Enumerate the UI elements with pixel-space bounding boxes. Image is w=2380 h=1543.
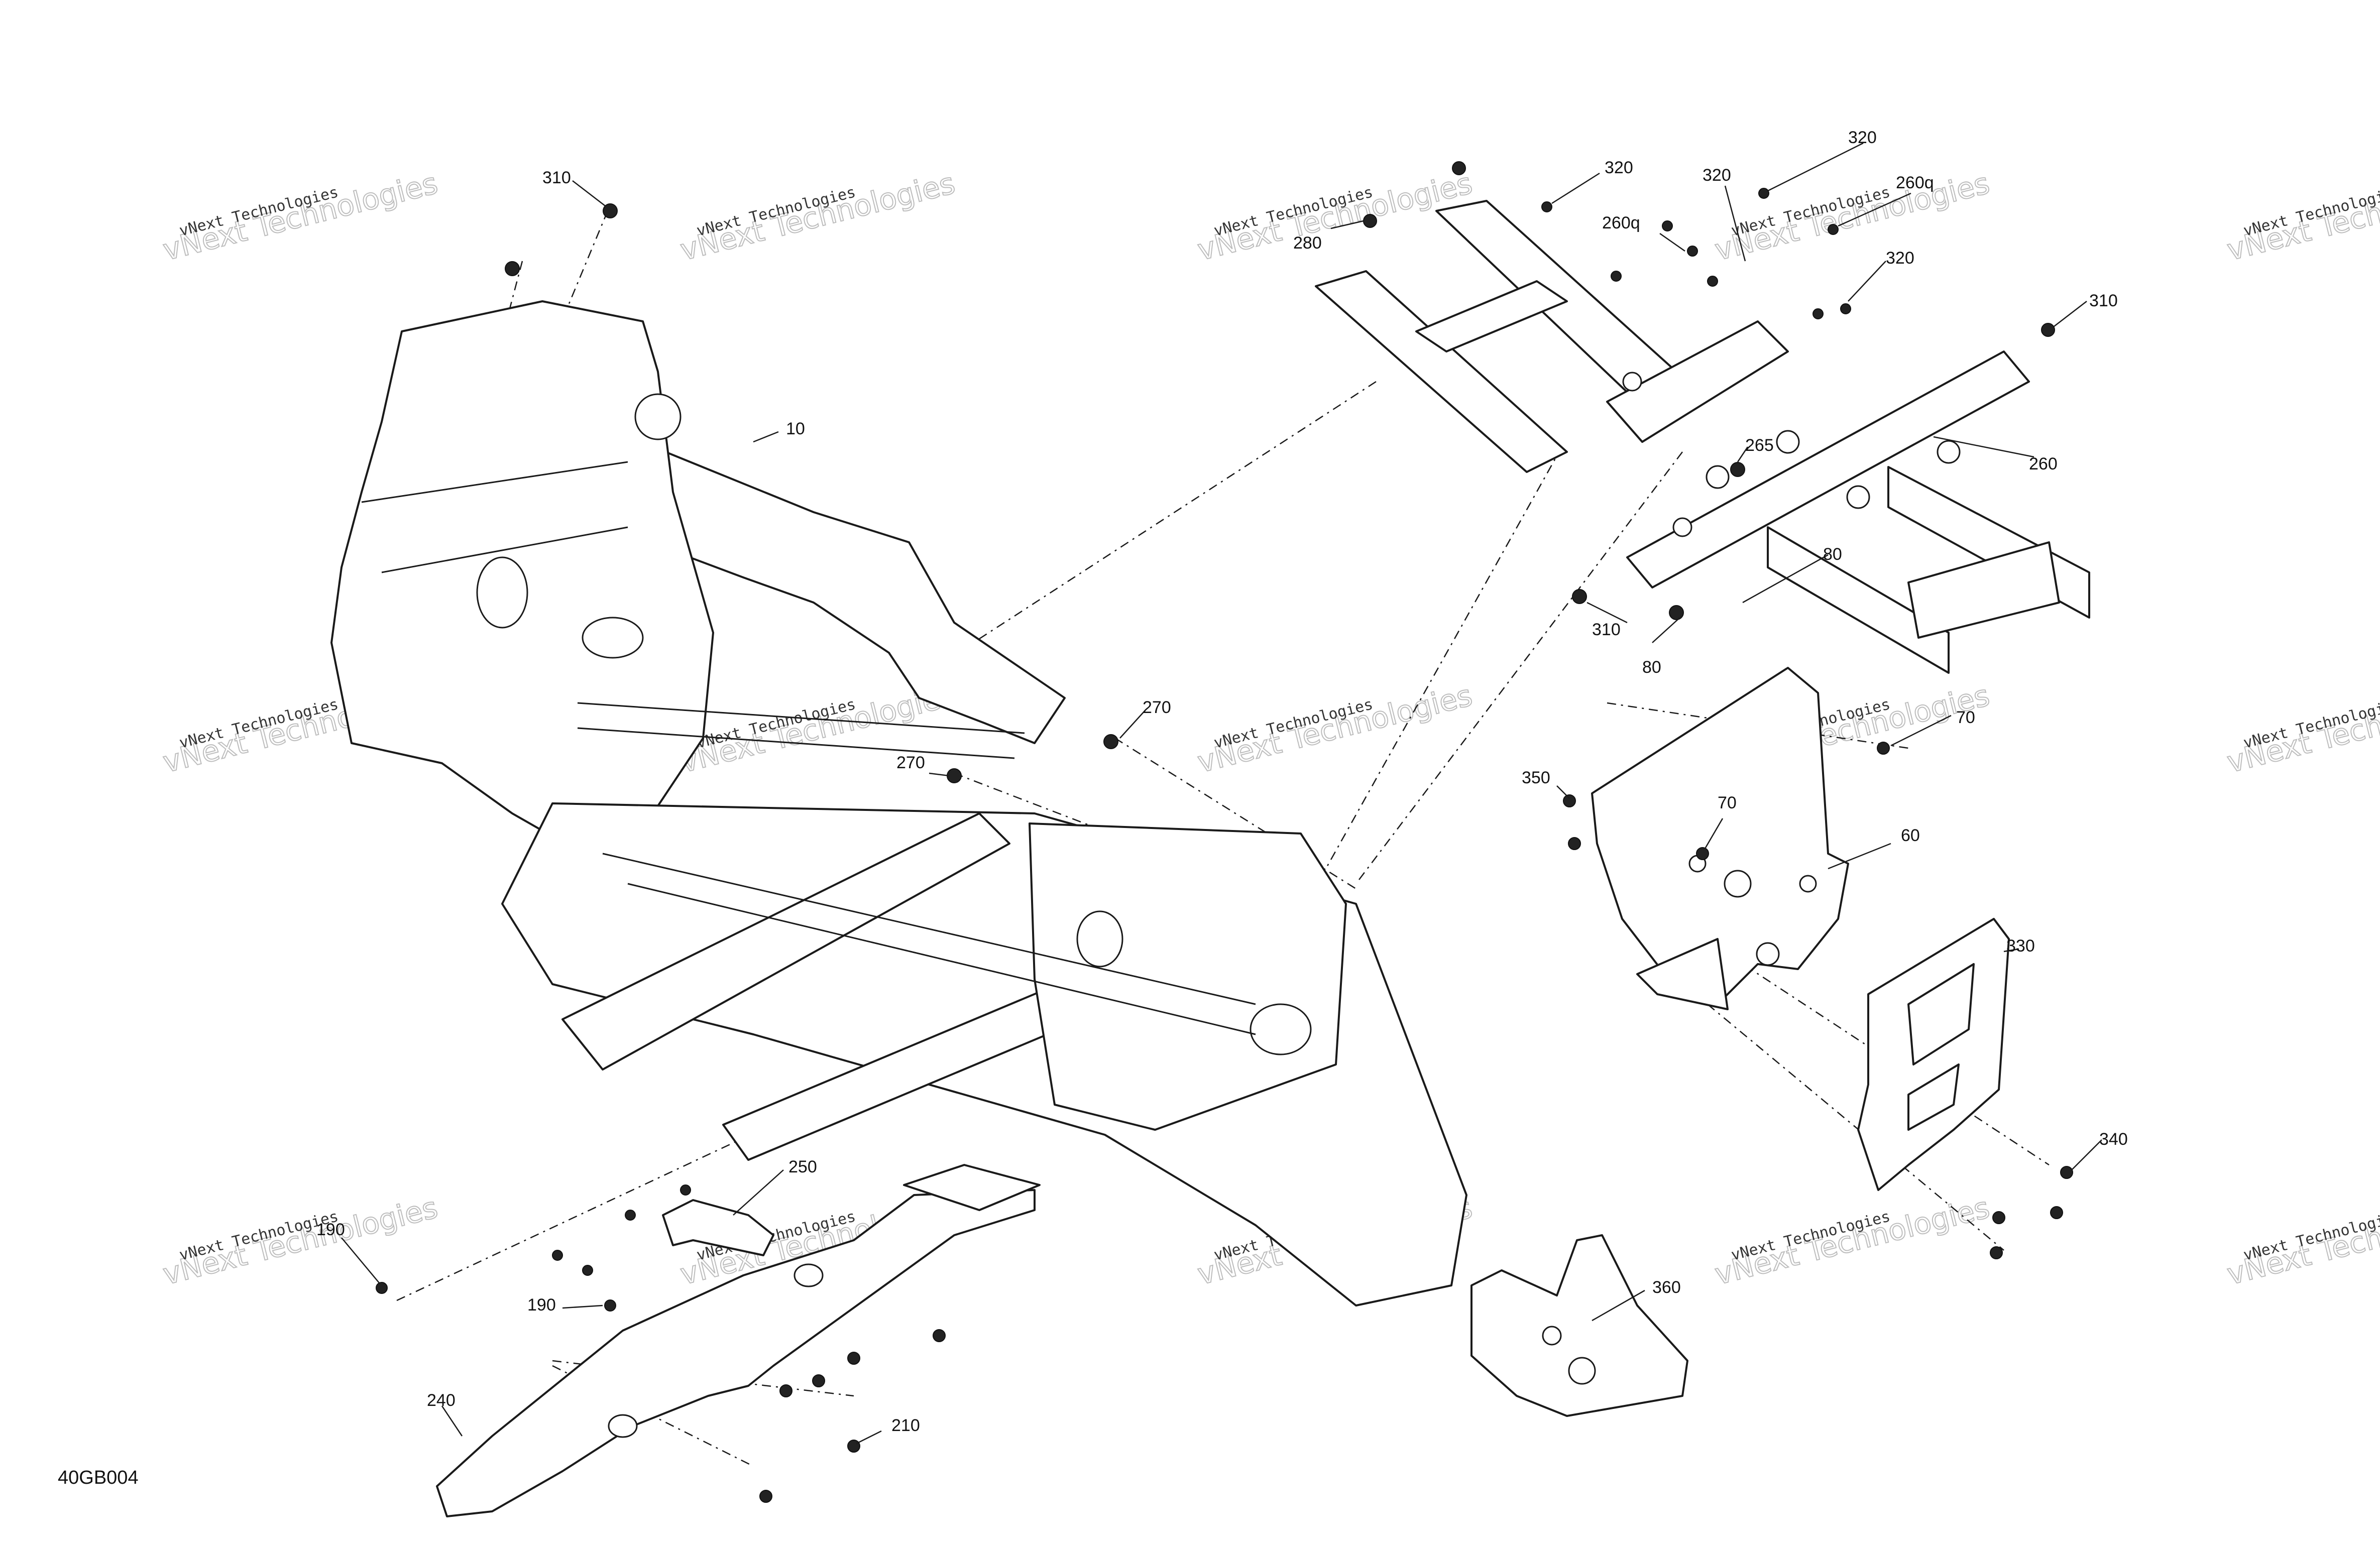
nut-icon: [1758, 188, 1769, 199]
callout-label: 260q: [1896, 173, 1934, 192]
bolt-icon: [604, 1299, 616, 1312]
main-frame-part-10[interactable]: [330, 300, 1467, 1307]
callout-label: 10: [786, 419, 805, 438]
callout-label: 360: [1652, 1278, 1681, 1297]
nut-icon: [779, 1384, 792, 1397]
nut-icon: [1687, 246, 1698, 257]
nut-icon: [1812, 308, 1824, 319]
nut-icon: [1103, 734, 1118, 749]
callout-label: 80: [1642, 658, 1661, 677]
callout-label: 310: [2089, 291, 2118, 310]
nut-icon: [947, 768, 962, 783]
callout-label: 60: [1901, 826, 1920, 845]
callout-label: 240: [427, 1391, 456, 1410]
watermark: vNext Technologies vNext Technologies: [2223, 678, 2380, 780]
callout-label: 190: [316, 1220, 345, 1239]
nut-icon: [933, 1329, 946, 1342]
callout-label: 330: [2006, 936, 2035, 956]
watermark: vNext Technologies vNext Technologies: [2223, 166, 2380, 268]
callout-label: 250: [788, 1157, 817, 1176]
nut-icon: [1363, 214, 1377, 228]
watermark: vNext Technologies vNext Technologies: [1711, 166, 1993, 268]
callout-label: 70: [1956, 708, 1975, 727]
leader-lines: [341, 142, 2102, 1445]
callout-label: 270: [896, 753, 925, 772]
nut-icon: [1662, 220, 1673, 231]
bracket-part-60[interactable]: [1591, 667, 1849, 1010]
bolt-icon: [680, 1184, 691, 1196]
callout-label: 190: [527, 1295, 556, 1315]
nut-icon: [1611, 271, 1622, 282]
watermark: vNext Technologies vNext Technologies: [2223, 1190, 2380, 1292]
nut-icon: [847, 1352, 860, 1365]
callout-label: 350: [1522, 768, 1550, 787]
bracket-part-250[interactable]: [662, 1199, 774, 1256]
rear-subframe-part-260[interactable]: [1315, 200, 2090, 674]
nut-icon: [2041, 323, 2055, 337]
bolt-icon: [2050, 1206, 2063, 1219]
nut-icon: [1840, 303, 1851, 314]
nut-icon: [505, 261, 520, 276]
callout-label: 320: [1848, 128, 1877, 147]
nut-icon: [1828, 224, 1839, 235]
callout-label: 320: [1605, 158, 1633, 177]
nut-icon: [1563, 794, 1576, 807]
watermark: vNext Technologies vNext Technologies: [159, 166, 441, 268]
nut-icon: [759, 1490, 772, 1503]
callout-label: 310: [1592, 620, 1621, 639]
callout-label: 265: [1745, 436, 1774, 455]
fastener-group: [376, 161, 2073, 1503]
bolt-icon: [582, 1265, 593, 1276]
callout-label: 270: [1143, 698, 1171, 717]
callout-label: 260: [2029, 454, 2058, 473]
bolt-icon: [1992, 1211, 2005, 1224]
bolt-icon: [625, 1210, 636, 1221]
nut-icon: [1707, 276, 1718, 287]
nut-icon: [1568, 837, 1581, 850]
callout-label: 80: [1823, 545, 1842, 564]
nut-icon: [847, 1440, 860, 1453]
callout-label: 260q: [1602, 213, 1640, 232]
callout-label: 320: [1703, 166, 1731, 185]
drawing-code: 40GB004: [58, 1467, 139, 1488]
callout-label: 340: [2099, 1130, 2128, 1149]
callout-label: 280: [1293, 233, 1322, 253]
nut-icon: [1452, 161, 1466, 175]
watermark: vNext Technologies vNext Technologies: [1711, 1190, 1993, 1292]
nut-icon: [1541, 201, 1552, 212]
callout-label: 210: [891, 1416, 920, 1435]
callout-label: 310: [542, 168, 571, 187]
nut-icon: [603, 203, 618, 218]
callout-label: 320: [1886, 249, 1914, 268]
watermark: vNext Technologies vNext Technologies: [1194, 678, 1476, 780]
bolt-icon: [2060, 1166, 2073, 1179]
bolt-icon: [1696, 847, 1709, 860]
bolt-icon: [1990, 1246, 2003, 1259]
callout-label: 70: [1718, 793, 1737, 812]
bolt-icon: [376, 1282, 388, 1294]
watermark: vNext Technologies vNext Technologies: [1194, 166, 1476, 268]
nut-icon: [1669, 605, 1684, 620]
nut-icon: [1572, 589, 1587, 604]
callout-labels: 310 10 280 320 260q 320 320 260q 320 310…: [316, 128, 2128, 1435]
nut-icon: [812, 1374, 825, 1387]
bracket-part-360[interactable]: [1470, 1234, 1688, 1417]
lower-arm-part-240[interactable]: [436, 1164, 1041, 1517]
watermark: vNext Technologies vNext Technologies: [159, 1190, 441, 1292]
watermark: vNext Technologies vNext Technologies: [676, 166, 959, 268]
bolt-icon: [552, 1250, 563, 1261]
nut-icon: [1730, 462, 1745, 477]
guard-plate-part-330[interactable]: [1857, 918, 2010, 1191]
bolt-icon: [1877, 742, 1890, 755]
